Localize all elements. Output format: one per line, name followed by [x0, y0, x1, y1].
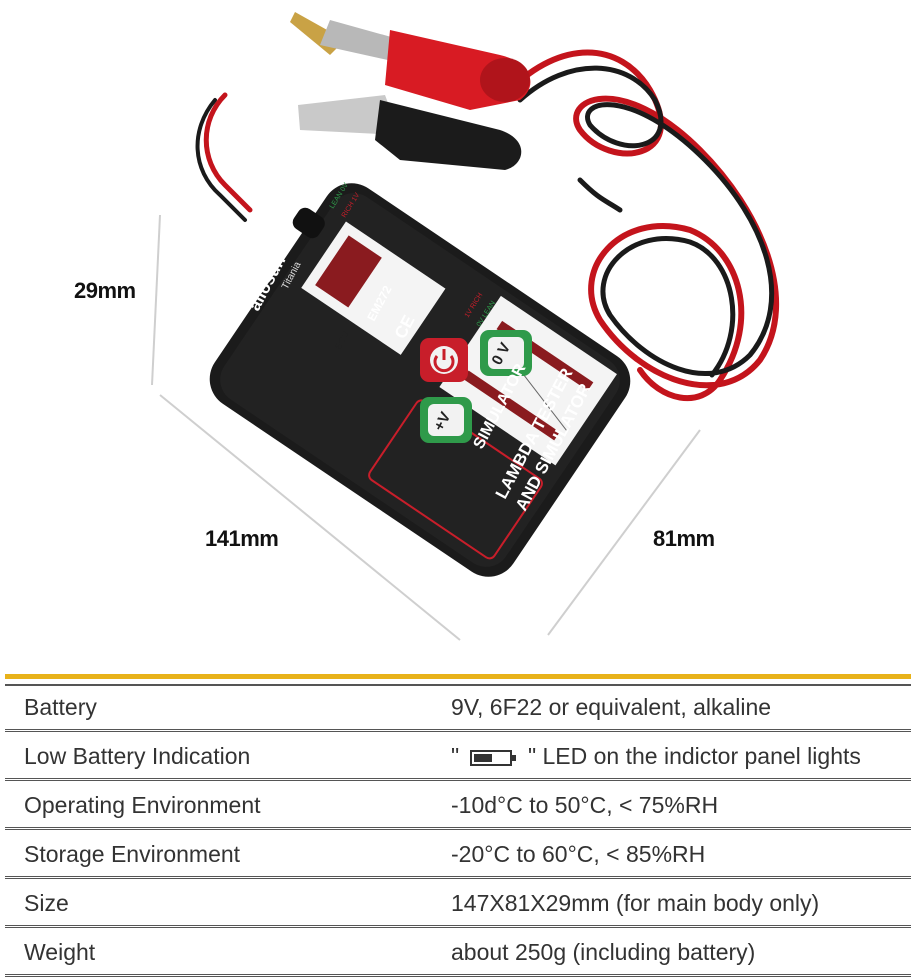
zero-volt-button	[480, 330, 532, 376]
battery-low-icon	[469, 749, 516, 766]
spec-value: 9V, 6F22 or equivalent, alkaline	[451, 694, 772, 720]
plus-volt-button	[420, 397, 472, 443]
quote-open: "	[451, 743, 460, 769]
spec-label: Operating Environment	[24, 792, 261, 818]
black-alligator-clip	[298, 95, 522, 170]
spec-label: Storage Environment	[24, 841, 241, 867]
spec-row-weight: Weight about 250g (including battery)	[5, 931, 911, 977]
spec-row-operating-environment: Operating Environment -10d°C to 50°C, < …	[5, 784, 911, 830]
device-body	[209, 183, 631, 577]
product-illustration: allosun Titania EM272 CE ECU LEAN 0V RIC…	[151, 12, 779, 641]
spec-row-storage-environment: Storage Environment -20°C to 60°C, < 85%…	[5, 833, 911, 879]
spec-value: " " LED on the indictor panel lights	[451, 743, 861, 770]
spec-row-battery: Battery 9V, 6F22 or equivalent, alkaline	[5, 684, 911, 732]
plus-volt-label: +V	[431, 409, 455, 434]
power-button	[420, 338, 468, 382]
spec-label: Battery	[24, 694, 97, 720]
length-dimension-label: 141mm	[205, 526, 279, 551]
spec-value: -20°C to 60°C, < 85%RH	[451, 841, 706, 867]
height-dimension-label: 29mm	[74, 278, 136, 303]
spec-label: Weight	[24, 939, 96, 965]
spec-table: Battery 9V, 6F22 or equivalent, alkaline…	[5, 684, 911, 980]
accent-bar	[5, 674, 911, 679]
spec-value: -10d°C to 50°C, < 75%RH	[451, 792, 719, 818]
spec-label: Size	[24, 890, 69, 916]
spec-value: about 250g (including battery)	[451, 939, 756, 965]
spec-row-low-battery: Low Battery Indication " " LED on the in…	[5, 735, 911, 781]
red-lead-wire	[195, 49, 779, 401]
spec-value: 147X81X29mm (for main body only)	[451, 890, 820, 916]
width-dimension-label: 81mm	[653, 526, 715, 551]
spec-label: Low Battery Indication	[24, 743, 251, 769]
spec-row-size: Size 147X81X29mm (for main body only)	[5, 882, 911, 928]
red-alligator-clip	[290, 12, 531, 110]
dimension-lines	[151, 214, 701, 641]
low-battery-text: " LED on the indictor panel lights	[527, 743, 861, 769]
